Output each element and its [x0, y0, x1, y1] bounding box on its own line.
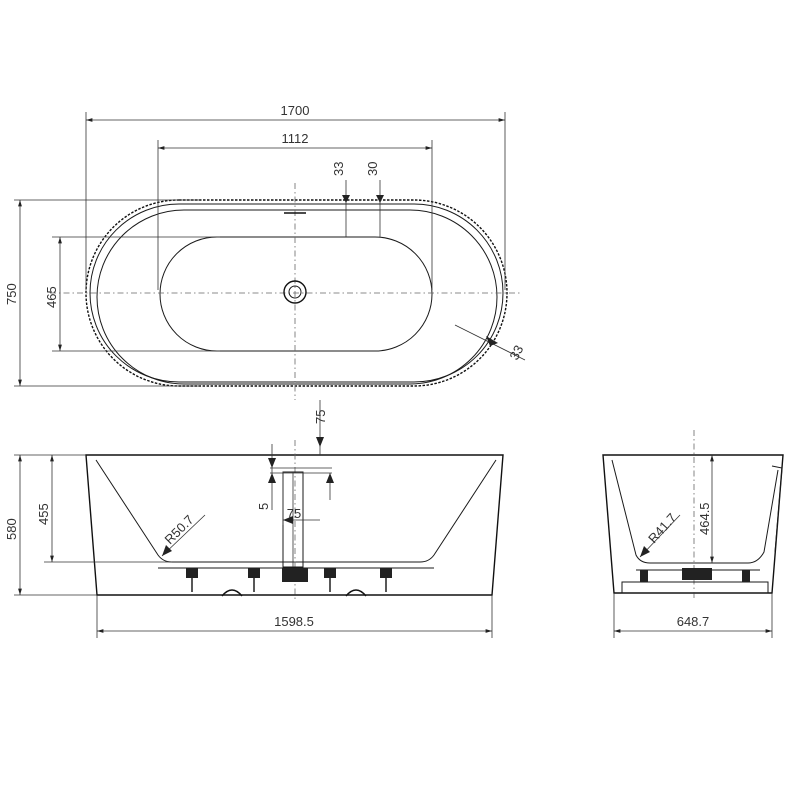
- dim-rim-a-label: 33: [331, 162, 346, 176]
- top-view: 1700 1112 33 30 750 465 33: [4, 103, 526, 400]
- dim-rim-side-arrow: [486, 336, 498, 346]
- side-overflow: [771, 465, 783, 553]
- foot-4: [380, 568, 392, 578]
- dim-overall-width-label: 750: [4, 283, 19, 305]
- dim-radius-label: R50.7: [162, 512, 197, 547]
- dim-base-label: 1598.5: [274, 614, 314, 629]
- basin-outline: [159, 236, 433, 352]
- dim-drain-height-tick-arrow: [326, 473, 334, 483]
- dim-drain-width-label: 75: [287, 506, 301, 521]
- outer-rim-inner-line: [89, 203, 504, 383]
- side-radius-arrow: [640, 546, 650, 557]
- front-view: 75 5 75 580 455 R50.7 1598.5: [4, 400, 504, 638]
- dim-drain-width-arrow: [283, 516, 293, 524]
- foot-1: [186, 568, 198, 578]
- dim-drain-height-arrow-top: [268, 458, 276, 468]
- dim-rim-b-label: 30: [365, 162, 380, 176]
- side-foot-left: [640, 570, 648, 582]
- outer-rim-outline: [85, 199, 508, 387]
- side-depth-label: 464.5: [697, 502, 712, 535]
- side-view: R41.7 464.5 648.7: [602, 430, 784, 638]
- hose-left: [221, 589, 243, 597]
- dim-height-label: 580: [4, 518, 19, 540]
- side-drain-trap: [682, 568, 712, 580]
- dim-rim-side-label: 33: [506, 343, 526, 363]
- side-radius-label: R41.7: [645, 510, 679, 546]
- hose-right: [345, 589, 367, 597]
- dim-inner-width-label: 465: [44, 286, 59, 308]
- dim-rim-a-arrow: [342, 195, 350, 203]
- dim-overall-length-label: 1700: [281, 103, 310, 118]
- foot-3: [324, 568, 336, 578]
- side-basin-outline: [611, 459, 779, 564]
- dim-drain-offset-arrow: [316, 437, 324, 447]
- adjustable-feet: [186, 568, 392, 597]
- dim-drain-offset-label: 75: [313, 410, 328, 424]
- front-basin-outline: [95, 459, 497, 563]
- drain-inner-circle: [288, 285, 302, 299]
- foot-2: [248, 568, 260, 578]
- dim-depth-label: 455: [36, 503, 51, 525]
- side-foot-right: [742, 570, 750, 582]
- dim-radius-arrow: [162, 545, 172, 556]
- drain-outer-circle: [283, 280, 307, 304]
- side-base-label: 648.7: [677, 614, 710, 629]
- drain-trap: [282, 568, 308, 582]
- inner-rim-outline: [96, 209, 498, 385]
- side-base-plinth: [621, 581, 769, 594]
- dim-drain-height-label: 5: [256, 503, 271, 510]
- dim-drain-height-arrow-bot: [268, 473, 276, 483]
- dim-rim-b-arrow: [376, 195, 384, 203]
- dim-inner-length-label: 1112: [282, 131, 309, 146]
